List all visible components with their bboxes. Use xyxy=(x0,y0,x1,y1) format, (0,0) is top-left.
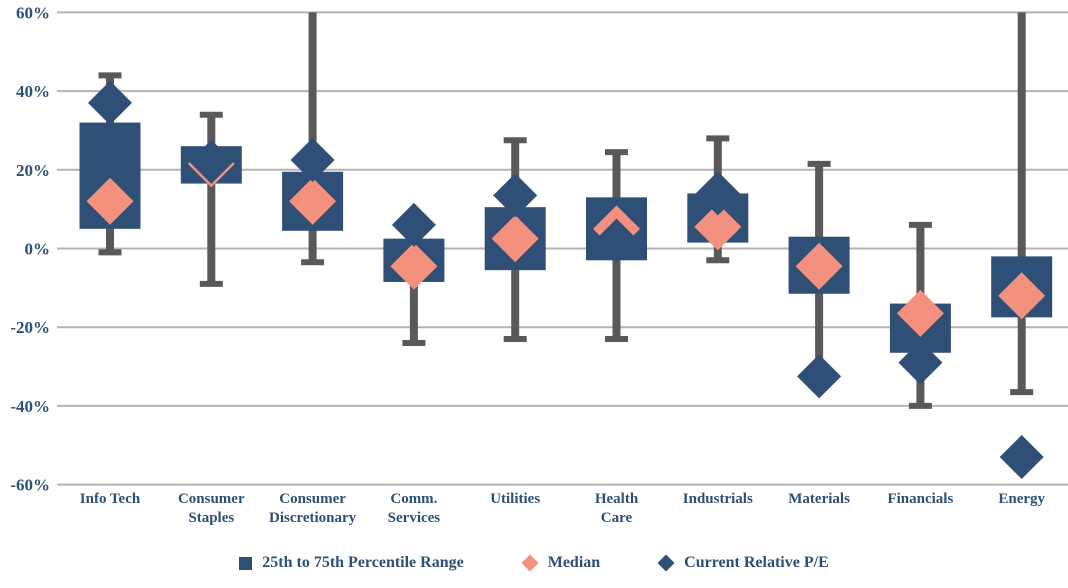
median-diamond xyxy=(694,203,742,251)
category-label-line: Discretionary xyxy=(269,510,357,526)
current-pe-diamond xyxy=(189,139,234,184)
current-pe-diamond-icon xyxy=(657,554,675,572)
current-pe-diamond xyxy=(290,137,335,182)
chart-legend: 25th to 75th Percentile Range Median Cur… xyxy=(0,554,1068,572)
legend-label-percentile-range: 25th to 75th Percentile Range xyxy=(262,554,464,571)
current-pe-diamond xyxy=(797,354,842,399)
current-pe-diamond xyxy=(594,218,639,263)
category-label-line: Care xyxy=(601,510,633,526)
median-diamond xyxy=(896,289,944,337)
category-label: Comm. Services xyxy=(388,491,441,526)
median-diamond xyxy=(390,242,438,290)
median-diamond-icon xyxy=(521,554,539,572)
legend-item-median: Median xyxy=(521,554,601,572)
category-label-line: Staples xyxy=(188,510,234,526)
category-label: Materials xyxy=(788,491,850,507)
category-label-line: Materials xyxy=(788,491,850,507)
median-diamond xyxy=(86,177,134,225)
legend-label-median: Median xyxy=(547,554,601,571)
category-label-line: Utilities xyxy=(490,491,540,507)
y-tick-label: 40% xyxy=(16,82,50,101)
category-label-line: Industrials xyxy=(683,491,753,507)
category-label-line: Consumer xyxy=(279,491,346,507)
category-label: Info Tech xyxy=(80,491,141,507)
legend-item-percentile-range: 25th to 75th Percentile Range xyxy=(239,554,464,572)
category-label: Utilities xyxy=(490,491,540,507)
category-label-line: Energy xyxy=(998,491,1045,507)
category-label: Financials xyxy=(887,491,953,507)
percentile-range-square-icon xyxy=(239,556,253,570)
legend-label-current-pe: Current Relative P/E xyxy=(684,554,829,571)
y-tick-label: -60% xyxy=(10,476,50,495)
category-label-line: Services xyxy=(388,510,441,526)
y-tick-label: -20% xyxy=(10,318,50,337)
category-label-line: Info Tech xyxy=(80,491,141,507)
category-label: Industrials xyxy=(683,491,753,507)
current-pe-diamond xyxy=(391,202,436,247)
legend-item-current-pe: Current Relative P/E xyxy=(657,554,829,572)
y-tick-label: 0% xyxy=(25,240,51,259)
current-pe-diamond xyxy=(999,435,1044,480)
median-diamond xyxy=(998,272,1046,320)
y-tick-label: 20% xyxy=(16,161,50,180)
boxplot-plot-area: 60% 40% 20% 0% -20% -40% -60% Info Tech Consumer… xyxy=(10,3,1068,526)
median-diamond xyxy=(795,242,843,290)
category-label-line: Comm. xyxy=(390,491,437,507)
current-pe-diamond xyxy=(88,80,132,125)
y-tick-label: -40% xyxy=(10,397,50,416)
category-label-line: Health xyxy=(595,491,639,507)
median-diamond xyxy=(491,215,539,263)
current-pe-diamond xyxy=(695,171,740,216)
current-pe-diamond xyxy=(898,340,943,385)
category-label-line: Financials xyxy=(887,491,953,507)
y-tick-label: 60% xyxy=(16,3,50,22)
current-pe-diamond xyxy=(493,173,538,218)
median-diamond xyxy=(289,177,337,225)
category-label-line: Consumer xyxy=(178,491,245,507)
category-label: Energy xyxy=(998,491,1045,507)
